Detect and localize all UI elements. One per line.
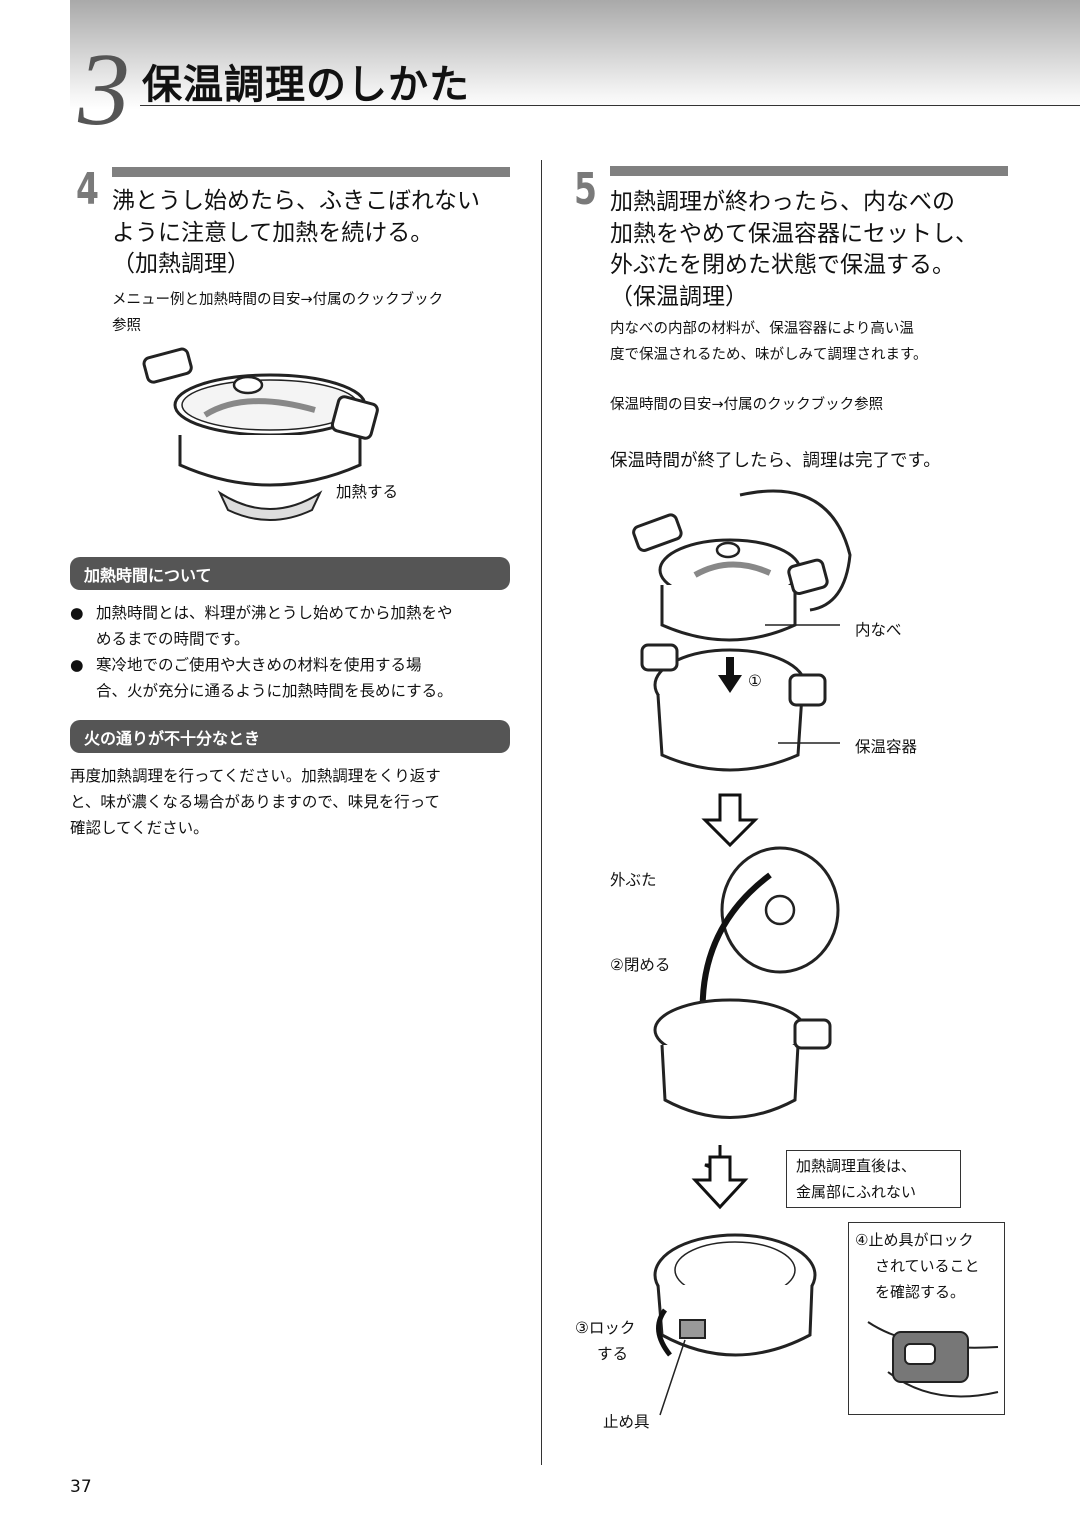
inner-pot-label: 内なべ [855,621,902,639]
step5-note: 保温時間の目安→付属のクックブック参照 [610,397,884,413]
bullet-line: 加熱時間とは、料理が沸とうし始めてから加熱をや [96,604,453,622]
bullet-item: ●加熱時間とは、料理が沸とうし始めてから加熱をやめるまでの時間です。 [70,600,515,652]
step5-desc: 内なべの内部の材料が、保温容器により高い温 度で保温されるため、味がしみて調理さ… [610,316,928,368]
heading-line: 加熱をやめて保温容器にセットし、 [610,220,978,247]
text-line: 確認してください。 [70,819,209,837]
heading-line: 外ぶたを閉めた状態で保温する。 [610,252,955,278]
undercooked-section-header: 火の通りが不十分なとき [70,720,510,753]
desc-line: 度で保温されるため、味がしみて調理されます。 [610,347,928,363]
step3-line: する [597,1345,629,1363]
step4-check-text: ④止め具がロック されていること を確認する。 [849,1223,1004,1309]
outer-lid-label: 外ぶた [610,871,657,889]
step1-label: ① [748,672,762,690]
bullet-line: めるまでの時間です。 [96,630,250,648]
chapter-header-band [70,0,1080,110]
caution-line: 加熱調理直後は、 [796,1157,917,1175]
note-line: メニュー例と加熱時間の目安→付属のクックブック [112,292,444,308]
step5-number: 5 [574,164,597,215]
step3-line: ③ロック [575,1319,636,1337]
step4-heading: 沸とうし始めたら、ふきこぼれない ように注意して加熱を続ける。 （加熱調理） [112,186,480,281]
heading-line: ように注意して加熱を続ける。 [112,219,434,246]
step4-note: メニュー例と加熱時間の目安→付属のクックブック 参照 [112,287,443,339]
down-arrow-icon [691,1155,749,1210]
step5-heading: 加熱調理が終わったら、内なべの 加熱をやめて保温容器にセットし、 外ぶたを閉めた… [610,187,978,313]
page-number: 37 [70,1477,92,1497]
caution-line: 金属部にふれない [796,1183,917,1201]
text-line: 再度加熱調理を行ってください。加熱調理をくり返す [70,767,441,785]
heading-line: 沸とうし始めたら、ふきこぼれない [112,188,480,214]
lock-check-box: ④止め具がロック されていること を確認する。 [848,1222,1005,1415]
chapter-number: 3 [78,32,130,147]
step4-bar [112,167,510,177]
bullet-line: 寒冷地でのご使用や大きめの材料を使用する場 [96,656,422,674]
text-line: と、味が濃くなる場合がありますので、味見を行って [70,793,440,811]
undercooked-text: 再度加熱調理を行ってください。加熱調理をくり返す と、味が濃くなる場合があります… [70,763,441,841]
title-rule [140,105,1080,106]
step5-bar [610,166,1008,176]
heat-label: 加熱する [336,483,399,501]
heading-line: 加熱調理が終わったら、内なべの [610,189,955,215]
caution-box: 加熱調理直後は、 金属部にふれない [786,1150,961,1208]
note-line: 参照 [112,318,141,334]
pot-on-stove-illustration [142,347,379,521]
step4-number: 4 [76,164,99,215]
desc-line: 内なべの内部の材料が、保温容器により高い温 [610,321,914,337]
step3-label: ③ロック する [575,1315,635,1367]
check-line: されていること [875,1257,980,1275]
clasp-detail-icon [867,1321,999,1398]
heating-time-section-header: 加熱時間について [70,557,510,590]
step5-finish: 保温時間が終了したら、調理は完了です。 [610,451,941,471]
container-label: 保温容器 [855,738,918,756]
heading-line: （加熱調理） [112,251,250,277]
check-line: を確認する。 [875,1283,966,1301]
step2-label: ②閉める [610,956,671,974]
clasp-label: 止め具 [603,1413,650,1431]
heating-time-bullets: ●加熱時間とは、料理が沸とうし始めてから加熱をやめるまでの時間です。 ●寒冷地で… [70,600,515,704]
page-title: 保温調理のしかた [142,62,470,108]
bullet-line: 合、火が充分に通るように加熱時間を長めにする。 [96,682,453,700]
column-divider [541,160,542,1465]
check-line: ④止め具がロック [855,1231,974,1249]
heading-line: （保温調理） [610,283,748,310]
bullet-item: ●寒冷地でのご使用や大きめの材料を使用する場合、火が充分に通るように加熱時間を長… [70,652,515,704]
warming-procedure-illustration [632,489,852,1175]
locked-pot-illustration [653,1233,817,1416]
